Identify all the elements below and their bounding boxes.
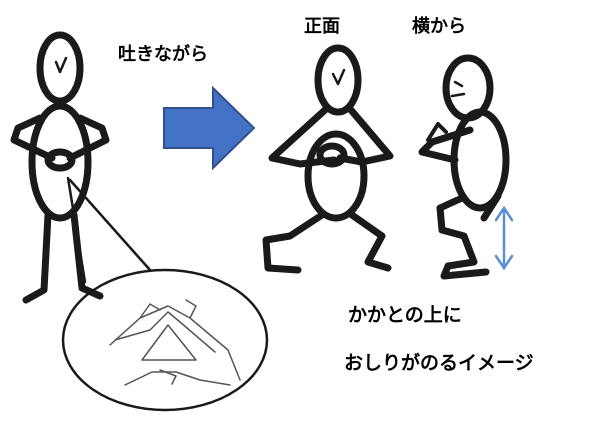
exhale-label: 吐きながら [118,44,208,65]
front-view-label: 正面 [304,16,340,37]
caption-line-1: かかとの上に [348,304,462,326]
side-squat-figure [418,54,510,280]
right-arrow-icon [163,85,256,171]
hands-sketch [109,299,241,386]
caption-line-2: おしりがのるイメージ [344,352,534,374]
zoom-callout [61,176,269,412]
side-view-label: 横から [412,16,466,37]
front-squat-figure [262,44,394,274]
standing-figure [10,31,110,304]
up-down-arrow-icon [494,205,514,271]
